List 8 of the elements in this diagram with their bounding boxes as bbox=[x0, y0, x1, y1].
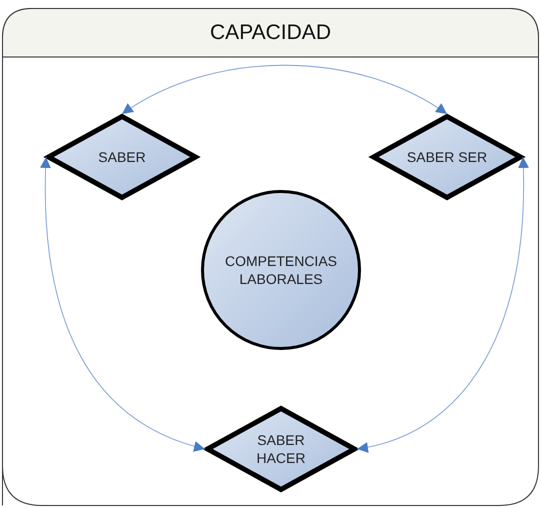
node-label: COMPETENCIAS LABORALES bbox=[224, 252, 338, 288]
node-label: SABER HACER bbox=[255, 431, 306, 467]
panel-heading: CAPACIDAD bbox=[209, 24, 332, 42]
curved-arrow bbox=[122, 64, 448, 114]
node-label: SABER SER bbox=[406, 148, 488, 166]
curved-arrow bbox=[356, 156, 529, 452]
node-label: SABER bbox=[97, 148, 147, 166]
curved-arrow bbox=[40, 156, 206, 452]
